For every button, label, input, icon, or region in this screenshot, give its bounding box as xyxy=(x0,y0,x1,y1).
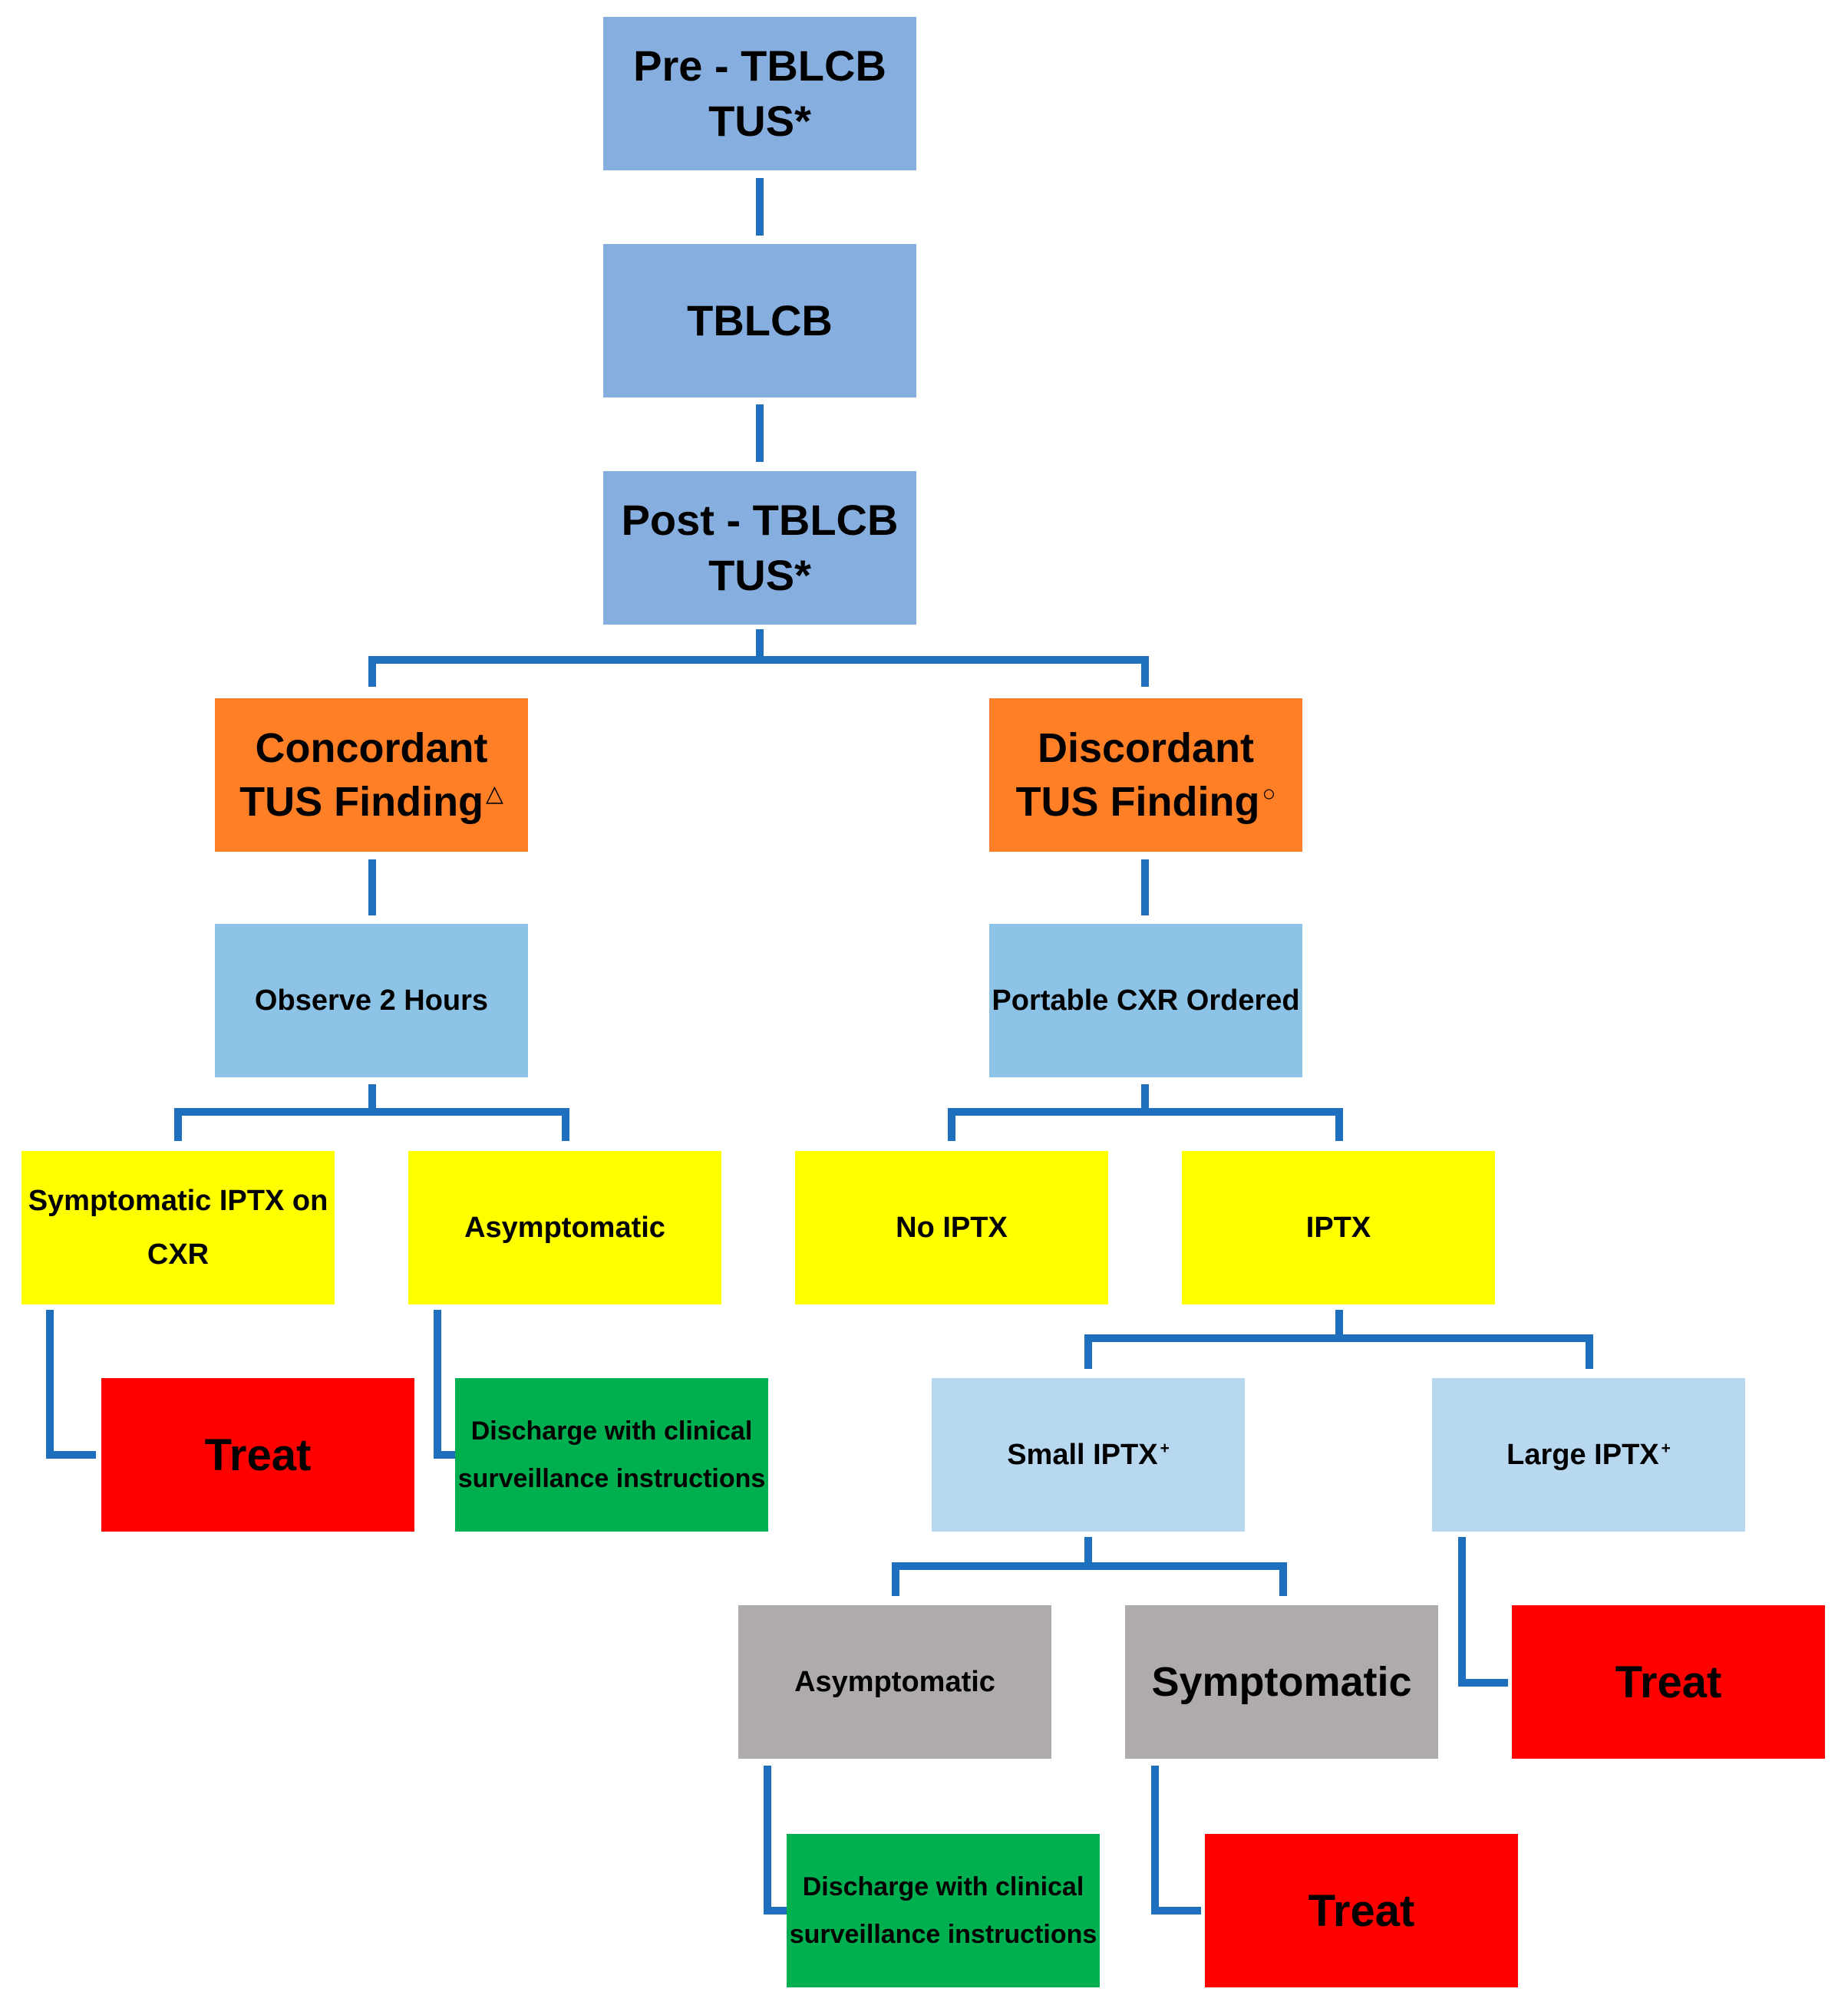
discharge-right-line1: Discharge with clinical xyxy=(802,1872,1084,1901)
connector-symptomatic-to-treat-right xyxy=(1151,1766,1201,1914)
connector-iptx-branch xyxy=(1084,1310,1593,1369)
discordant-finding-box: Discordant TUS Finding○ xyxy=(989,698,1302,852)
concordant-line2-wrap: TUS Finding△ xyxy=(239,775,503,829)
symptomatic-right-box: Symptomatic xyxy=(1125,1605,1438,1759)
post-tblcb-line2: TUS* xyxy=(708,551,811,599)
triangle-icon: △ xyxy=(486,781,503,806)
treat-left-box: Treat xyxy=(101,1378,414,1532)
concordant-line2: TUS Finding xyxy=(239,779,484,825)
large-iptx-wrap: Large IPTX+ xyxy=(1506,1428,1671,1482)
pre-tblcb-line1: Pre - TBLCB xyxy=(633,41,886,90)
connector-observe-branch xyxy=(174,1084,569,1141)
no-iptx-label: No IPTX xyxy=(896,1212,1008,1244)
discharge-right-line2: surveillance instructions xyxy=(789,1920,1097,1949)
small-iptx-box: Small IPTX+ xyxy=(932,1378,1245,1532)
observe-label: Observe 2 Hours xyxy=(254,984,489,1017)
observe-2-hours-box: Observe 2 Hours xyxy=(215,924,528,1077)
circle-icon: ○ xyxy=(1262,781,1276,806)
asymptomatic-right-box: Asymptomatic xyxy=(738,1605,1051,1759)
large-iptx-box: Large IPTX+ xyxy=(1432,1378,1745,1532)
treat-large-label: Treat xyxy=(1615,1657,1722,1707)
concordant-finding-box: Concordant TUS Finding△ xyxy=(215,698,528,852)
pre-tblcb-tus-box: Pre - TBLCB TUS* xyxy=(603,17,916,170)
connector-post-branch xyxy=(368,629,1149,687)
concordant-line1: Concordant xyxy=(255,725,488,771)
plus-icon: + xyxy=(1661,1440,1671,1458)
connector-portable-branch xyxy=(948,1084,1343,1141)
iptx-box: IPTX xyxy=(1182,1151,1495,1304)
iptx-label: IPTX xyxy=(1305,1212,1371,1244)
discordant-line2: TUS Finding xyxy=(1015,779,1260,825)
treat-left-label: Treat xyxy=(204,1430,312,1480)
asymptomatic-right-label: Asymptomatic xyxy=(794,1666,995,1698)
discharge-left-box: Discharge with clinical surveillance ins… xyxy=(455,1378,768,1532)
asymptomatic-left-box: Asymptomatic xyxy=(408,1151,721,1304)
post-tblcb-line1: Post - TBLCB xyxy=(621,496,899,544)
pre-tblcb-line2: TUS* xyxy=(708,97,811,145)
connector-small-branch xyxy=(892,1537,1287,1596)
post-tblcb-tus-box: Post - TBLCB TUS* xyxy=(603,471,916,625)
portable-label: Portable CXR Ordered xyxy=(992,984,1300,1017)
small-iptx-label: Small IPTX xyxy=(1007,1439,1158,1471)
plus-icon: + xyxy=(1160,1440,1170,1458)
symptomatic-iptx-line2: CXR xyxy=(147,1238,210,1271)
tblcb-label: TBLCB xyxy=(687,296,833,345)
connector-large-to-treat xyxy=(1458,1537,1508,1687)
treat-symptomatic-box: Treat xyxy=(1205,1834,1518,1987)
asymptomatic-left-label: Asymptomatic xyxy=(464,1212,665,1244)
discharge-left-line1: Discharge with clinical xyxy=(470,1416,753,1446)
symptomatic-iptx-line1: Symptomatic IPTX on xyxy=(28,1185,328,1217)
tblcb-box: TBLCB xyxy=(603,244,916,397)
portable-cxr-box: Portable CXR Ordered xyxy=(989,924,1302,1077)
connector-asymptomatic-to-discharge-right xyxy=(764,1766,787,1914)
connector-symptomatic-to-treat xyxy=(46,1310,96,1459)
small-iptx-wrap: Small IPTX+ xyxy=(1007,1428,1170,1482)
discordant-line1: Discordant xyxy=(1037,725,1255,771)
no-iptx-box: No IPTX xyxy=(795,1151,1108,1304)
discharge-right-box: Discharge with clinical surveillance ins… xyxy=(787,1834,1100,1987)
symptomatic-right-label: Symptomatic xyxy=(1151,1659,1412,1705)
large-iptx-label: Large IPTX xyxy=(1506,1439,1659,1471)
treat-large-box: Treat xyxy=(1512,1605,1825,1759)
discharge-left-line2: surveillance instructions xyxy=(457,1464,766,1493)
discordant-line2-wrap: TUS Finding○ xyxy=(1016,775,1276,829)
treat-symptomatic-label: Treat xyxy=(1308,1885,1415,1936)
symptomatic-iptx-box: Symptomatic IPTX on CXR xyxy=(21,1151,335,1304)
connector-asymptomatic-to-discharge xyxy=(434,1310,455,1459)
